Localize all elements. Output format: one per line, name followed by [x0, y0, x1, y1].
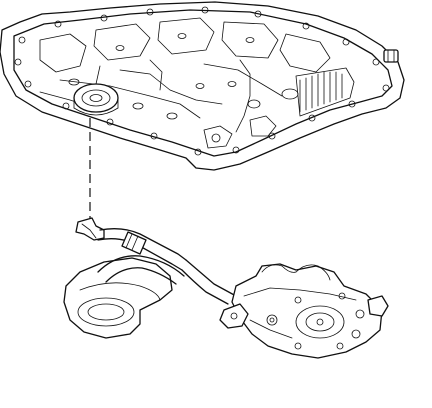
flange-bolt-holes — [14, 6, 390, 156]
pickup-tube — [97, 228, 237, 305]
oil-pump-with-pickup-tube — [63, 217, 389, 359]
oil-pump-body — [63, 255, 389, 359]
pump-casing-bolts — [266, 292, 365, 350]
pump-mounting-ear — [219, 303, 249, 329]
block-flange-inner-rail — [13, 9, 393, 157]
block-bosses — [68, 33, 299, 120]
pump-main-casing — [231, 263, 383, 359]
block-plug — [383, 49, 399, 63]
pump-outlet-fitting — [367, 295, 389, 317]
sump-rim-bosses — [203, 115, 277, 149]
block-flange-outline — [0, 1, 405, 171]
pump-pickup-housing — [63, 257, 173, 339]
engine-block-underside — [0, 1, 405, 171]
block-ribs — [295, 67, 355, 117]
pump-mounting-boss — [73, 83, 119, 116]
pickup-tube-bracket — [75, 217, 105, 241]
